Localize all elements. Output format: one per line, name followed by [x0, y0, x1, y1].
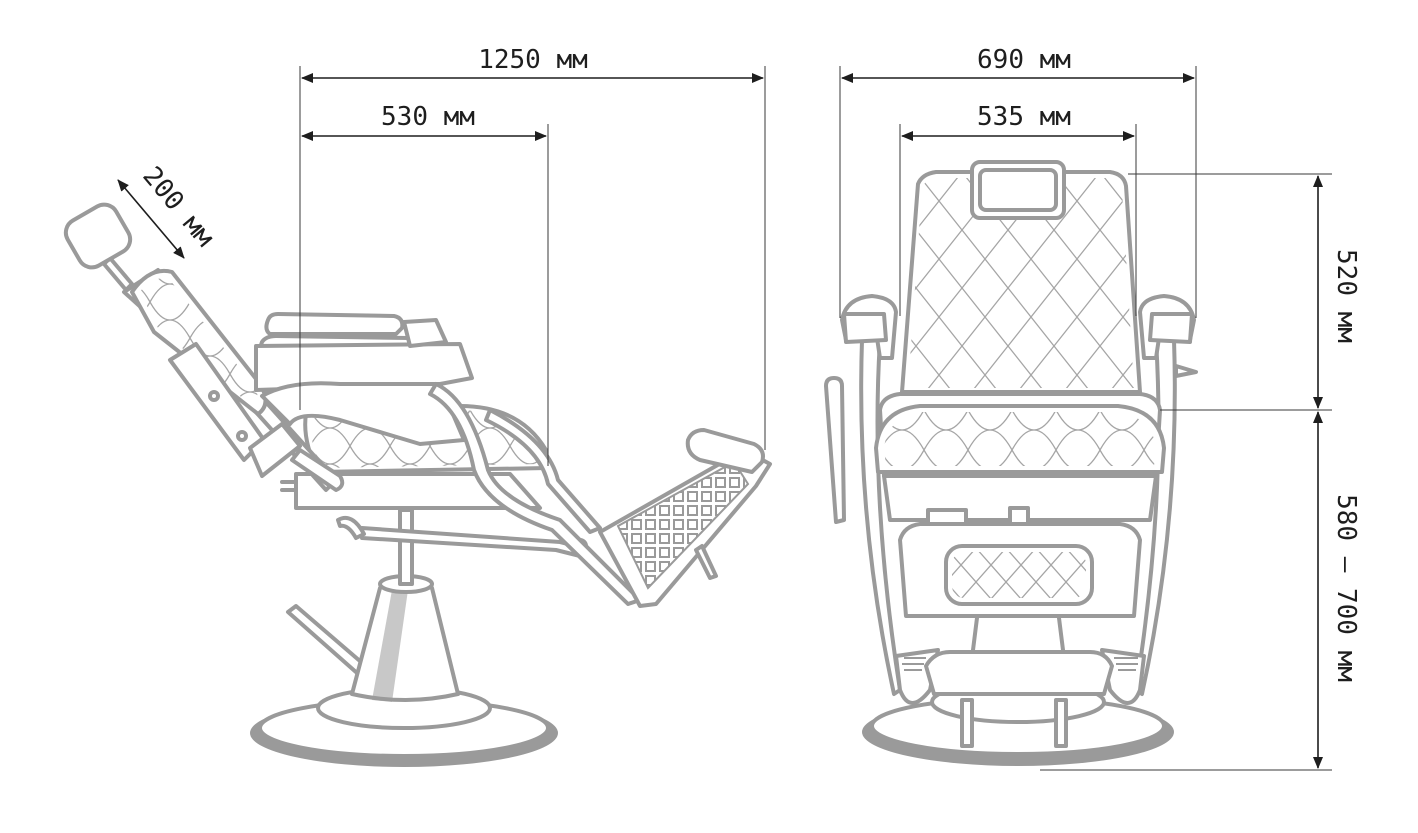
- label-690: 690 мм: [977, 45, 1071, 75]
- front-armrest-right-face: [1148, 312, 1194, 344]
- side-armrest-tip: [402, 318, 448, 348]
- front-footrest-grid-right: [1114, 657, 1138, 671]
- side-lever-handle: [336, 515, 366, 540]
- dim-200-line: [117, 179, 185, 259]
- front-foot-left: [960, 698, 974, 748]
- side-seat-frame-bolt: [280, 480, 298, 492]
- label-530: 530 мм: [381, 102, 475, 132]
- side-arm-arc: [428, 382, 642, 606]
- front-arm-bracket-right: [1174, 364, 1198, 378]
- front-foot-right: [1054, 698, 1068, 748]
- front-armrest-right: [1138, 294, 1196, 360]
- front-view: [824, 160, 1198, 766]
- side-recline-lever: [360, 526, 586, 558]
- front-armrest-left: [840, 294, 898, 360]
- side-leg-linkage: [290, 448, 345, 492]
- label-200: 200 мм: [136, 161, 219, 252]
- front-footrest: [924, 650, 1114, 696]
- side-back-bracket: [248, 422, 302, 478]
- front-armrest-left-face: [842, 312, 888, 344]
- label-520: 520 мм: [1331, 249, 1361, 343]
- front-recline-lever: [824, 376, 846, 524]
- side-footrest-pad: [685, 428, 765, 474]
- side-footrest-grid: [616, 460, 750, 590]
- side-backrest-quilt: [140, 278, 258, 406]
- side-pump-face: [372, 590, 408, 702]
- front-seat-quilt: [884, 412, 1156, 466]
- front-front-panel-quilt: [952, 552, 1086, 598]
- label-1250: 1250 мм: [478, 45, 588, 75]
- front-backrest-quilt: [908, 178, 1134, 388]
- side-back-screw-2: [236, 430, 248, 442]
- dimension-lines: [117, 66, 1332, 771]
- label-580-700: 580 – 700 мм: [1331, 494, 1361, 682]
- side-view: [63, 202, 772, 767]
- side-back-screw-1: [208, 390, 220, 402]
- front-headrest-inner: [978, 168, 1058, 212]
- side-headrest: [63, 202, 133, 270]
- side-headrest-rod: [102, 256, 134, 292]
- side-seat-front-arc: [484, 408, 602, 534]
- label-535: 535 мм: [977, 102, 1071, 132]
- side-armrest-upper: [264, 312, 405, 336]
- side-stem: [398, 508, 414, 586]
- front-footrest-grid-left: [902, 657, 926, 671]
- side-footrest-leg: [694, 544, 718, 580]
